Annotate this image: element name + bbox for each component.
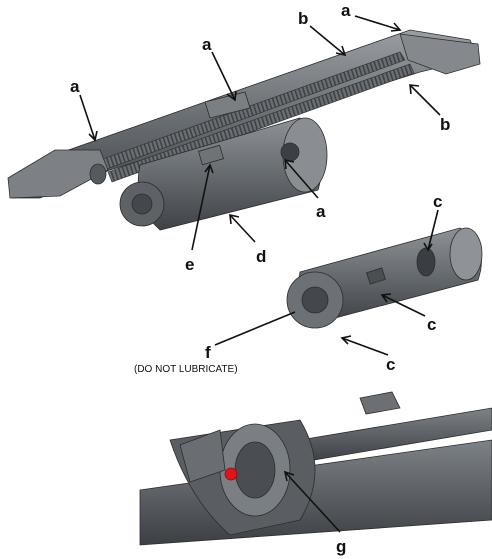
callout-b-upper: b	[298, 9, 308, 28]
lubrication-note: (DO NOT LUBRICATE)	[134, 364, 238, 375]
bolt-part	[286, 227, 483, 329]
bolt-carrier-assembly	[7, 29, 481, 231]
callout-a-rear: a	[341, 1, 351, 20]
closeup-block	[179, 429, 226, 483]
closeup-inset	[139, 391, 492, 546]
front-guide-pin	[89, 163, 107, 185]
bolt-face	[131, 193, 153, 215]
bolt-extractor	[301, 286, 329, 314]
bolt-cam-pin-hole	[366, 267, 386, 285]
carrier-key	[198, 144, 224, 166]
leader-arrows	[79, 15, 441, 533]
callout-labels: a a a b b a e d c c c f (DO NOT LUBRICAT…	[70, 1, 450, 556]
callout-c-right: c	[427, 315, 436, 334]
bolt-rear-face	[449, 227, 483, 281]
callout-e: e	[185, 255, 194, 274]
callout-d: d	[256, 247, 266, 266]
closeup-collar-inner	[234, 441, 276, 499]
callout-b-lower: b	[440, 115, 450, 134]
callout-a-front: a	[70, 77, 80, 96]
callout-g: g	[336, 537, 346, 556]
lube-point-marker	[224, 467, 238, 481]
rear-guide-block	[399, 33, 481, 75]
front-guide-tip	[7, 149, 109, 199]
callout-a-middle: a	[202, 35, 212, 54]
callout-a-carrier: a	[316, 202, 326, 221]
callout-c-top: c	[433, 192, 442, 211]
carrier-gas-port	[280, 142, 300, 162]
middle-guide-clip	[204, 91, 251, 119]
closeup-rear-fitting	[359, 391, 401, 415]
callout-c-bottom: c	[386, 355, 395, 374]
callout-f: f	[205, 343, 211, 362]
bolt-gas-hole	[416, 247, 436, 277]
